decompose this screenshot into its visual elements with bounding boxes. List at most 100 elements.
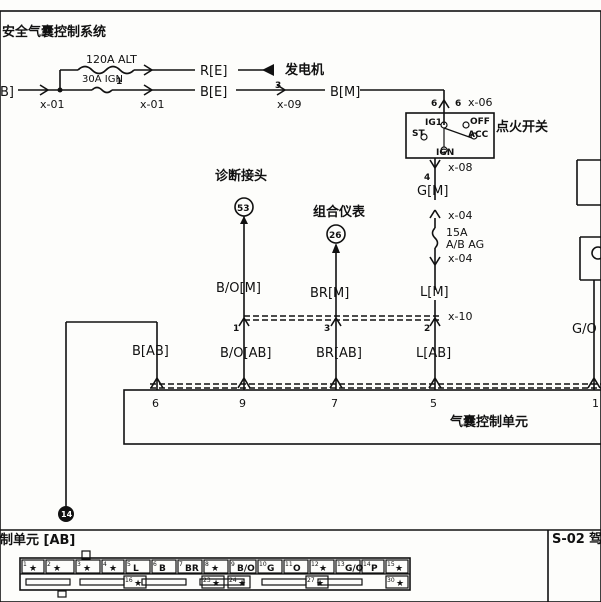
cluster-pin: 3 [324, 324, 330, 334]
connector-pin-number: 13 [337, 561, 345, 568]
diagnostic-label: 诊断接头 [215, 168, 267, 184]
connector-pin-cell [151, 559, 177, 574]
control-unit-label: 气囊控制单元 [450, 414, 528, 430]
fuse-ign-pin: 1 [116, 77, 122, 87]
connector-pin-cell [361, 559, 385, 574]
page-code-suffix: 驾 [589, 531, 601, 547]
cu-pin-5: 5 [430, 397, 437, 410]
connector-x08-icon [429, 159, 441, 169]
connector-pin-number: 10 [259, 561, 267, 568]
connector-pin-cell [21, 559, 45, 574]
connector-x01a-icon [39, 84, 49, 96]
cu-pin-6: 6 [152, 397, 159, 410]
cluster-label: 组合仪表 [313, 204, 366, 220]
connector-pin-label: P [371, 564, 378, 574]
cu-pin-9: 9 [239, 397, 246, 410]
conn-x08: x-08 [448, 161, 472, 174]
wire-be-label: B[E] [200, 85, 227, 100]
wire-bm-label: B[M] [330, 85, 360, 100]
ign-pin-in-dup: 6 [455, 99, 461, 109]
connector-empty-slot [317, 578, 363, 586]
connector-pin-label: ★ [396, 579, 404, 589]
connector-pin-label: ★ [83, 564, 91, 574]
connector-pin-number: 4 [103, 561, 107, 568]
ground-badge-icon [58, 506, 74, 522]
connector-pin-label: O [293, 564, 301, 574]
connector-pin-number: 2 [47, 561, 51, 568]
connector-pin-cell [123, 575, 147, 589]
connector-pin-label: ★ [53, 564, 61, 574]
connector-bottom-row: 16★23★24★27★30★ [25, 575, 409, 589]
page-frame [0, 10, 601, 602]
wire-brab-label: BR[AB] [316, 346, 362, 361]
fuse-ab-conn-top: x-04 [448, 209, 472, 222]
pos-ig1: IG1 [425, 118, 442, 128]
wire-lm-label: L[M] [420, 285, 449, 300]
connector-pin-cell [75, 559, 101, 574]
connector-pin-number: 1 [23, 561, 27, 568]
connector-pin-label: ★ [109, 564, 117, 574]
wire-boab-label: B/O[AB] [220, 346, 272, 361]
connector-pin-number: 12 [311, 561, 319, 568]
connector-pin-cell [385, 575, 409, 589]
ign-pin-in: 6 [431, 99, 437, 109]
connector-pin-label: G/O [345, 564, 364, 574]
ground-badge: 14 [61, 510, 73, 519]
connector-pin-label: ★ [395, 564, 403, 574]
wire-lab-label: L[AB] [416, 346, 451, 361]
connector-pin-cell [177, 559, 203, 574]
connector-pin-number: 9 [231, 561, 235, 568]
connector-pin-number: 5 [127, 561, 131, 568]
connector-pin-cell [201, 575, 225, 589]
connector-pin-number: 15 [387, 561, 395, 568]
connector-x09-icon [276, 84, 286, 96]
page-title: 安全气囊控制系统 [2, 24, 106, 40]
conn-x06: x-06 [468, 96, 492, 109]
connector-pin-number: 11 [285, 561, 293, 568]
pos-off: OFF [470, 117, 490, 127]
fuse-120a-icon [77, 65, 135, 75]
fuse-main-label: 120A ALT [86, 53, 137, 66]
connector-empty-slot [199, 578, 245, 586]
connector-pin-label: ★ [134, 579, 142, 589]
wire-bab-label: B[AB] [132, 344, 169, 359]
connector-pin-label: L [133, 564, 139, 574]
page-code: S-02 [552, 532, 585, 547]
wire-go-label: G/O [572, 322, 597, 337]
connector-pin-cell [257, 559, 283, 574]
connector-pin-number: 16 [125, 577, 133, 584]
diagnostic-pin: 1 [233, 324, 239, 334]
connector-pin-label: ★ [316, 579, 324, 589]
connector-empty-slot [141, 578, 187, 586]
fuse-ab-icon [431, 227, 439, 249]
connector-pin-cell [385, 559, 409, 574]
wire-brm-label: BR[M] [310, 286, 349, 301]
connector-pin-number: 14 [363, 561, 371, 568]
connector-pin-number: 30 [387, 577, 395, 584]
connector-pin-number: 27 [307, 577, 315, 584]
connector-pin-label: ★ [29, 564, 37, 574]
fuse-ab-conn-bottom: x-04 [448, 252, 472, 265]
cluster-badge: 26 [329, 231, 342, 241]
ignition-switch-label: 点火开关 [496, 119, 548, 135]
control-unit-box [123, 389, 601, 445]
connector-x01b-icon [143, 84, 153, 96]
connector-empty-slot [25, 578, 71, 586]
connector-x04-bottom-icon [429, 256, 441, 266]
wire-bom-label: B/O[M] [216, 281, 261, 296]
connector-pin-number: 8 [205, 561, 209, 568]
connector-empty-slot [261, 578, 307, 586]
connector-pin-number: 23 [203, 577, 211, 584]
connector-pin-label: ★ [319, 564, 327, 574]
wire-re-label: R[E] [200, 64, 227, 79]
fuse-30a-icon [91, 86, 113, 94]
wire-left-label: B] [0, 85, 14, 100]
cu-pin-7: 7 [331, 397, 338, 410]
connector-pin-cell [305, 575, 329, 589]
generator-arrow-icon [262, 64, 274, 76]
connector-pin-number: 7 [179, 561, 183, 568]
connector-pin-cell [203, 559, 229, 574]
